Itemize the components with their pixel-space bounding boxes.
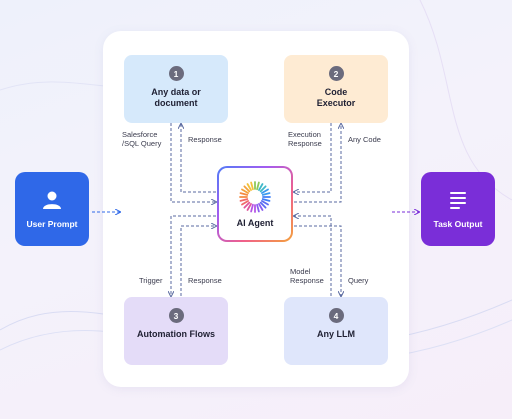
edge-label-flows-response: Response — [188, 276, 222, 285]
node-number-badge: 4 — [328, 308, 344, 323]
node-label: Code Executor — [316, 87, 356, 108]
ai-agent-label: AI Agent — [236, 218, 274, 228]
edge-label-trigger: Trigger — [139, 276, 163, 285]
task-output-node: Task Output — [421, 172, 495, 246]
sunburst-icon — [239, 181, 271, 213]
edge-label-any-code: Any Code — [348, 135, 381, 144]
arrow-agent-to-code — [294, 124, 341, 203]
node-data-document: 1 Any data or document — [124, 55, 228, 123]
document-lines-icon — [450, 192, 466, 209]
arrow-llm-to-agent — [294, 216, 332, 296]
node-label: Automation Flows — [137, 329, 215, 339]
arrow-code-to-agent — [294, 123, 332, 192]
edge-label-query: Query — [348, 276, 369, 285]
user-prompt-label: User Prompt — [26, 219, 78, 229]
arrow-data-to-agent — [170, 123, 216, 202]
arrow-agent-to-data — [181, 124, 216, 193]
arrow-flows-to-agent — [180, 226, 216, 296]
node-any-llm: 4 Any LLM — [284, 297, 388, 365]
node-number-badge: 1 — [168, 66, 184, 81]
arrow-agent-to-flows — [171, 215, 216, 296]
node-number-badge: 3 — [168, 308, 184, 323]
node-label: Any LLM — [317, 329, 355, 339]
node-number-badge: 2 — [328, 66, 344, 81]
edge-label-execution-response: Execution Response — [288, 130, 322, 148]
user-icon — [43, 191, 61, 209]
user-prompt-node: User Prompt — [15, 172, 89, 246]
task-output-label: Task Output — [433, 219, 483, 229]
edge-label-model-response: Model Response — [290, 267, 324, 285]
node-label: Any data or document — [151, 87, 201, 108]
edge-label-salesforce-query: Salesforce /SQL Query — [122, 130, 162, 148]
arrow-agent-to-llm — [294, 225, 341, 296]
node-automation-flows: 3 Automation Flows — [124, 297, 228, 365]
edge-label-data-response: Response — [188, 135, 222, 144]
ai-agent-node: AI Agent — [217, 166, 293, 242]
node-code-executor: 2 Code Executor — [284, 55, 388, 123]
